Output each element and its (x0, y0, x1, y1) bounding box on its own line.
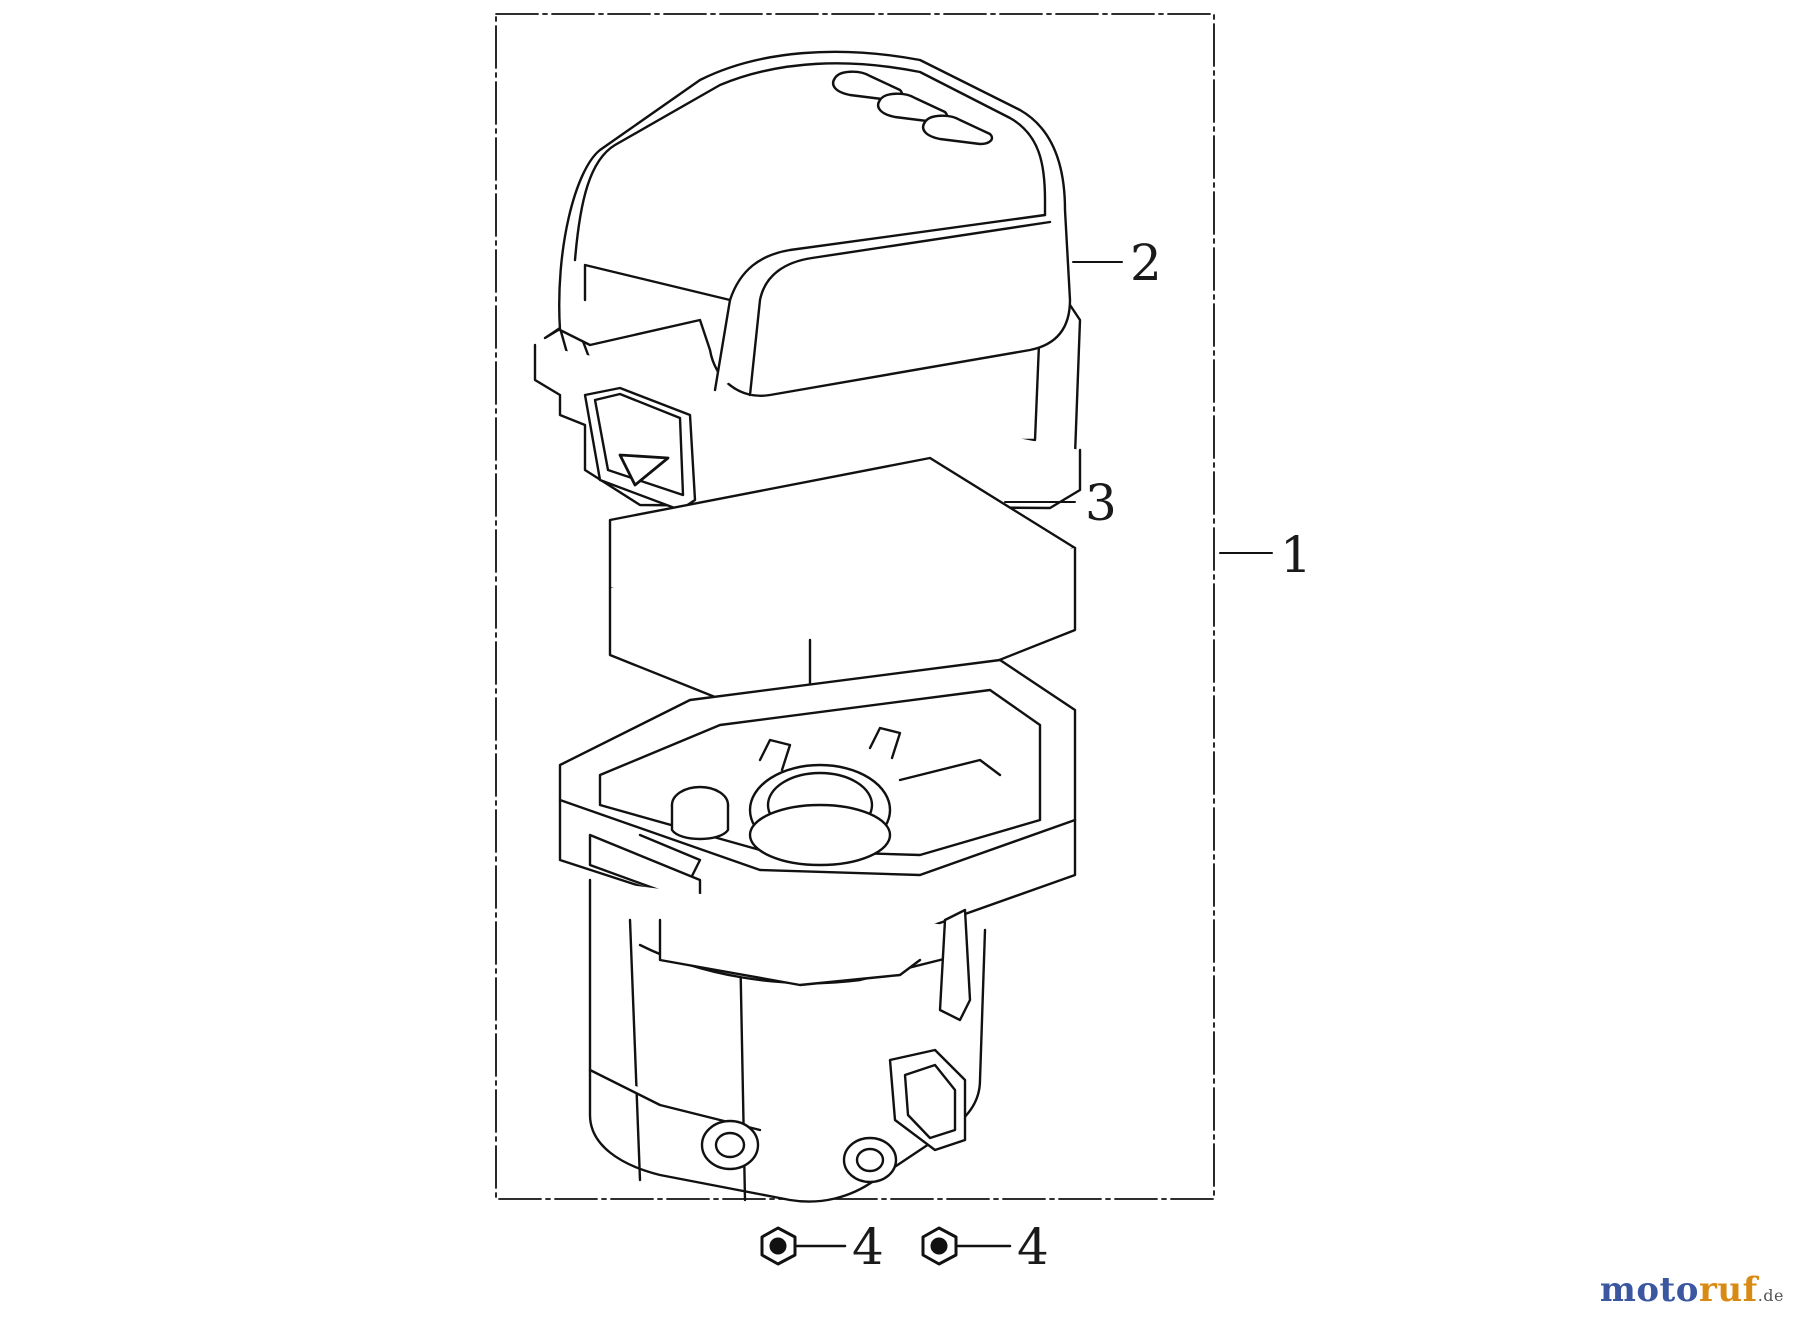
air-filter-cover (533, 50, 1082, 512)
hex-nut-right (921, 1226, 958, 1266)
watermark-suffix: .de (1757, 1286, 1784, 1305)
callout-3: 3 (1085, 474, 1117, 532)
callout-4-right: 4 (1017, 1218, 1049, 1276)
callout-4-left: 4 (852, 1218, 884, 1276)
callout-1: 1 (1280, 526, 1312, 584)
motoruf-watermark-logo: motoruf.de (1600, 1270, 1784, 1310)
hex-nut-left (760, 1226, 797, 1266)
watermark-part-ruf: ruf (1698, 1270, 1758, 1310)
assembly-frame (495, 13, 1215, 1200)
foam-filter-element (608, 456, 1077, 737)
callout-2: 2 (1130, 234, 1162, 292)
watermark-part-moto: moto (1599, 1270, 1699, 1310)
air-filter-base (558, 658, 1077, 1203)
